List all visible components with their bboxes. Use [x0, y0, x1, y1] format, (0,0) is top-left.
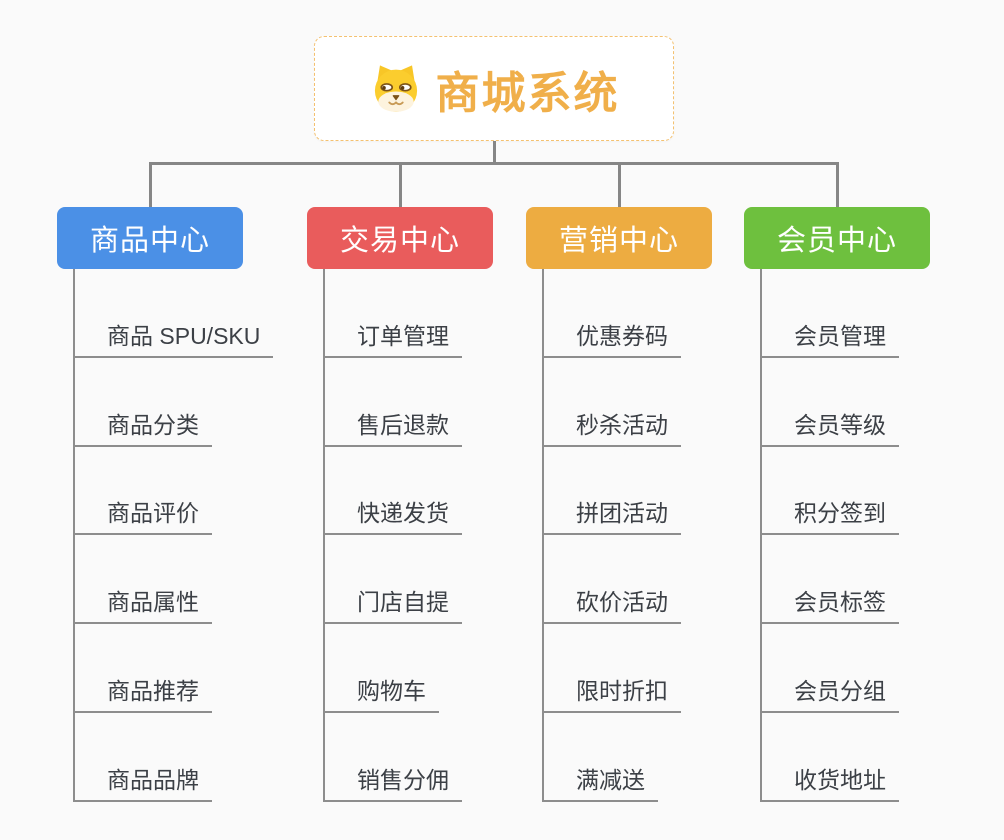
sub-topic-item[interactable]: 商品推荐 — [73, 671, 212, 713]
sub-topic-item[interactable]: 商品分类 — [73, 405, 212, 447]
connector-line — [149, 162, 839, 165]
sub-topic-item[interactable]: 限时折扣 — [542, 671, 681, 713]
connector-line — [399, 162, 402, 207]
connector-line — [618, 162, 621, 207]
branch-node[interactable]: 营销中心 — [526, 207, 712, 269]
sub-topic-item[interactable]: 砍价活动 — [542, 582, 681, 624]
sub-topic-item[interactable]: 商品评价 — [73, 493, 212, 535]
connector-line — [149, 162, 152, 207]
branch-label: 营销中心 — [558, 225, 679, 257]
sub-topic-item[interactable]: 会员标签 — [760, 582, 899, 624]
branch-label: 交易中心 — [339, 225, 460, 257]
sub-topic-item[interactable]: 积分签到 — [760, 493, 899, 535]
branch-label: 会员中心 — [776, 225, 897, 257]
sub-topic-item[interactable]: 门店自提 — [323, 582, 462, 624]
sub-topic-item[interactable]: 会员分组 — [760, 671, 899, 713]
connector-line — [323, 269, 325, 802]
sub-topic-item[interactable]: 商品品牌 — [73, 760, 212, 802]
root-label: 商城系统 — [435, 68, 620, 118]
sub-topic-item[interactable]: 满减送 — [542, 760, 658, 802]
doge-icon — [374, 64, 417, 112]
root-node[interactable]: 商城系统 — [314, 36, 674, 141]
sub-topic-item[interactable]: 快递发货 — [323, 493, 462, 535]
sub-topic-item[interactable]: 商品属性 — [73, 582, 212, 624]
branch-node[interactable]: 商品中心 — [57, 207, 243, 269]
sub-topic-item[interactable]: 会员等级 — [760, 405, 899, 447]
sub-topic-item[interactable]: 秒杀活动 — [542, 405, 681, 447]
sub-topic-item[interactable]: 拼团活动 — [542, 493, 681, 535]
branch-node[interactable]: 会员中心 — [744, 207, 930, 269]
sub-topic-item[interactable]: 售后退款 — [323, 405, 462, 447]
sub-topic-item[interactable]: 会员管理 — [760, 316, 899, 358]
sub-topic-item[interactable]: 商品 SPU/SKU — [73, 316, 274, 358]
connector-line — [542, 269, 544, 802]
connector-line — [836, 162, 839, 207]
branch-node[interactable]: 交易中心 — [307, 207, 493, 269]
connector-line — [493, 141, 496, 165]
sub-topic-item[interactable]: 购物车 — [323, 671, 439, 713]
sub-topic-item[interactable]: 销售分佣 — [323, 760, 462, 802]
connector-line — [73, 269, 75, 802]
sub-topic-item[interactable]: 优惠券码 — [542, 316, 681, 358]
connector-line — [760, 269, 762, 802]
sub-topic-item[interactable]: 订单管理 — [323, 316, 462, 358]
branch-label: 商品中心 — [89, 225, 210, 257]
sub-topic-item[interactable]: 收货地址 — [760, 760, 899, 802]
